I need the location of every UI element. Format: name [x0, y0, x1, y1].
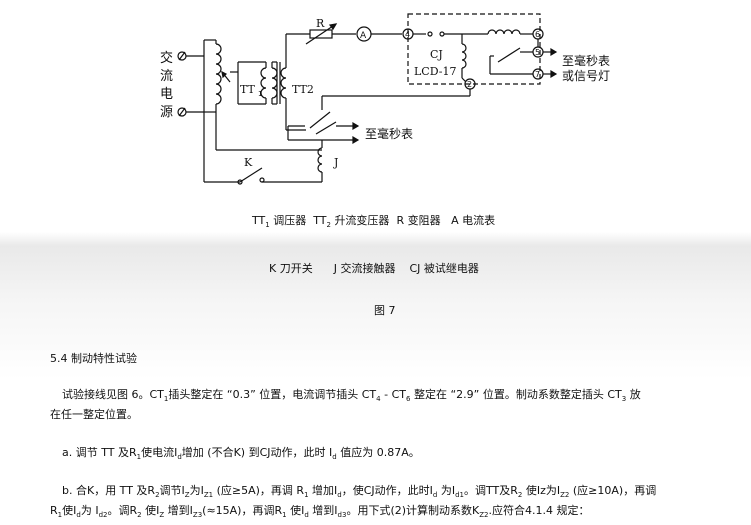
- terminal-7: 7: [535, 70, 540, 79]
- label-to-ms-meter-top: 至毫秒表: [562, 53, 610, 68]
- p1-b-sub: 4: [376, 395, 381, 403]
- p1-e: 放: [626, 388, 641, 401]
- pb-l2-e-sub: Z: [159, 511, 165, 519]
- paragraph-1-line-2: 在任一整定位置。: [50, 408, 138, 421]
- label-or-signal-lamp: 或信号灯: [562, 69, 610, 83]
- pb-l2-j-sub: Z2: [479, 511, 489, 519]
- pb-l2-d: 。调R: [107, 504, 138, 517]
- terminal-6: 6: [535, 30, 540, 39]
- caption-tt1-text: 调压器: [273, 214, 307, 227]
- label-tt1: TT: [240, 83, 256, 96]
- pb-l2-f: 增到I: [164, 504, 193, 517]
- paragraph-b-line-1: b. 合K，用 TT 及R2调节IZ为IZ1 (应≥5A)，再调 R1 增加Id…: [62, 482, 656, 499]
- pb-l1-a-sub: 2: [155, 491, 160, 499]
- pb-l1-b-sub: Z: [184, 491, 190, 499]
- ac-source-char-4: 源: [160, 105, 173, 120]
- pa-a: a. 调节 TT 及R: [62, 446, 137, 459]
- pb-l1-h: 。调TT及R: [464, 484, 518, 497]
- terminal-5: 5: [535, 48, 540, 57]
- pb-l1-h-sub: 2: [517, 491, 523, 499]
- label-to-ms-meter-mid: 至毫秒表: [365, 126, 413, 141]
- pa-d: 值应为 0.87A。: [336, 446, 420, 459]
- pb-l2-g: (≈15A)，再调R: [202, 504, 283, 517]
- pb-l1-f: ，使CJ动作，此时I: [341, 484, 433, 497]
- pb-l2-b: 使I: [62, 504, 77, 517]
- p1-d-sub: 3: [621, 395, 627, 403]
- caption-line-2: K 刀开关 J 交流接触器 CJ 被试继电器: [269, 260, 479, 276]
- pb-l2-a: R: [50, 504, 58, 517]
- pb-l1-e: 增加I: [308, 484, 338, 497]
- pb-l1-i-sub: Z2: [560, 491, 570, 499]
- pb-l2-i: 增到I: [308, 504, 338, 517]
- caption-tt2: TT: [313, 214, 327, 227]
- p1-b: 插头整定在 “0.3” 位置，电流调节插头 CT: [168, 388, 377, 401]
- figure-number: 图 7: [374, 304, 396, 317]
- pb-l1-g-sub: d1: [455, 491, 465, 499]
- label-r: R: [316, 17, 325, 30]
- pa-a-sub: 1: [136, 453, 142, 461]
- paragraph-a: a. 调节 TT 及R1使电流Id增加 (不合K) 到CJ动作，此时 Id 值应…: [62, 444, 420, 461]
- pb-l1-e-sub: d: [337, 491, 342, 499]
- section-title: 5.4 制动特性试验: [50, 352, 137, 365]
- pa-b: 使电流I: [141, 446, 178, 459]
- label-k: K: [244, 156, 253, 169]
- pb-l2-c-sub: d2: [98, 511, 108, 519]
- pb-l1-i: 使Iz为I: [522, 484, 561, 497]
- p1-c-sub: 6: [406, 395, 411, 403]
- pb-l2-g-sub: 1: [282, 511, 287, 519]
- label-tt2: TT2: [292, 83, 314, 96]
- pb-l1-c-sub: Z1: [203, 491, 214, 499]
- caption-k-text: K 刀开关: [269, 262, 313, 275]
- terminal-2: 2: [467, 80, 472, 89]
- caption-j-text: J 交流接触器: [333, 262, 396, 275]
- paragraph-1-line-1: 试验接线见图 6。CT1插头整定在 “0.3” 位置，电流调节插头 CT4 - …: [62, 386, 641, 403]
- caption-tt2-sub: 2: [326, 221, 331, 229]
- pb-l2-k: .应符合4.1.4 规定：: [488, 504, 590, 517]
- caption-tt1-sub: 1: [265, 221, 270, 229]
- pb-l2-d-sub: 2: [137, 511, 142, 519]
- p1-c: - CT: [380, 388, 406, 401]
- pa-c-sub: d: [332, 453, 337, 461]
- pb-l2-a-sub: 1: [57, 511, 63, 519]
- pb-l2-i-sub: d3: [337, 511, 347, 519]
- pb-l2-j: 。用下式(2)计算制动系数K: [346, 504, 480, 517]
- label-ammeter: A: [360, 31, 367, 41]
- pa-b-sub: d: [177, 453, 182, 461]
- label-tt1-sub: 1: [258, 90, 262, 98]
- pb-l1-a: b. 合K，用 TT 及R: [62, 484, 156, 497]
- pb-l1-d-sub: 1: [304, 491, 309, 499]
- pb-l1-g: 为I: [437, 484, 456, 497]
- label-cj: CJ: [430, 48, 443, 61]
- caption-line-1: TT1 调压器 TT2 升流变压器 R 变阻器 A 电流表: [252, 212, 495, 229]
- pb-l1-d: (应≥5A)，再调 R: [213, 484, 305, 497]
- caption-tt1: TT: [252, 214, 266, 227]
- pb-l1-f-sub: d: [432, 491, 438, 499]
- circuit-diagram: 交 流 电 源 R A TT 1 TT2 CJ LCD-17 4 6 5 7 2…: [160, 13, 610, 185]
- pa-c: 增加 (不合K) 到CJ动作，此时 I: [181, 446, 333, 459]
- pb-l2-h: 使I: [286, 504, 305, 517]
- caption-tt2-text: 升流变压器: [334, 214, 390, 227]
- p1-a: 试验接线见图 6。CT: [62, 388, 164, 401]
- terminal-4: 4: [405, 30, 410, 39]
- caption-r-text: R 变阻器: [396, 214, 441, 227]
- caption-cj-text: CJ 被试继电器: [409, 262, 479, 275]
- pb-l2-c: 为 I: [80, 504, 99, 517]
- p1-a-sub: 1: [163, 395, 169, 403]
- p1-d: 整定在 “2.9” 位置。制动系数整定插头 CT: [410, 388, 622, 401]
- pb-l2-f-sub: Z3: [192, 511, 203, 519]
- label-j: J: [333, 156, 338, 169]
- pb-l1-j: (应≥10A)，再调: [569, 484, 657, 497]
- ac-source-char-1: 交: [160, 50, 173, 66]
- pb-l1-c: 为I: [189, 484, 204, 497]
- ac-source-char-2: 流: [160, 69, 173, 84]
- label-lcd17: LCD-17: [414, 65, 456, 78]
- paragraph-b-line-2: R1使Id为 Id2。调R2 使IZ 增到IZ3(≈15A)，再调R1 使Id …: [50, 502, 589, 519]
- pb-l1-b: 调节I: [159, 484, 185, 497]
- caption-a-text: A 电流表: [451, 214, 496, 227]
- ac-source-char-3: 电: [160, 87, 173, 102]
- pb-l2-b-sub: d: [76, 511, 81, 519]
- pb-l2-h-sub: d: [304, 511, 309, 519]
- pb-l2-e: 使I: [141, 504, 160, 517]
